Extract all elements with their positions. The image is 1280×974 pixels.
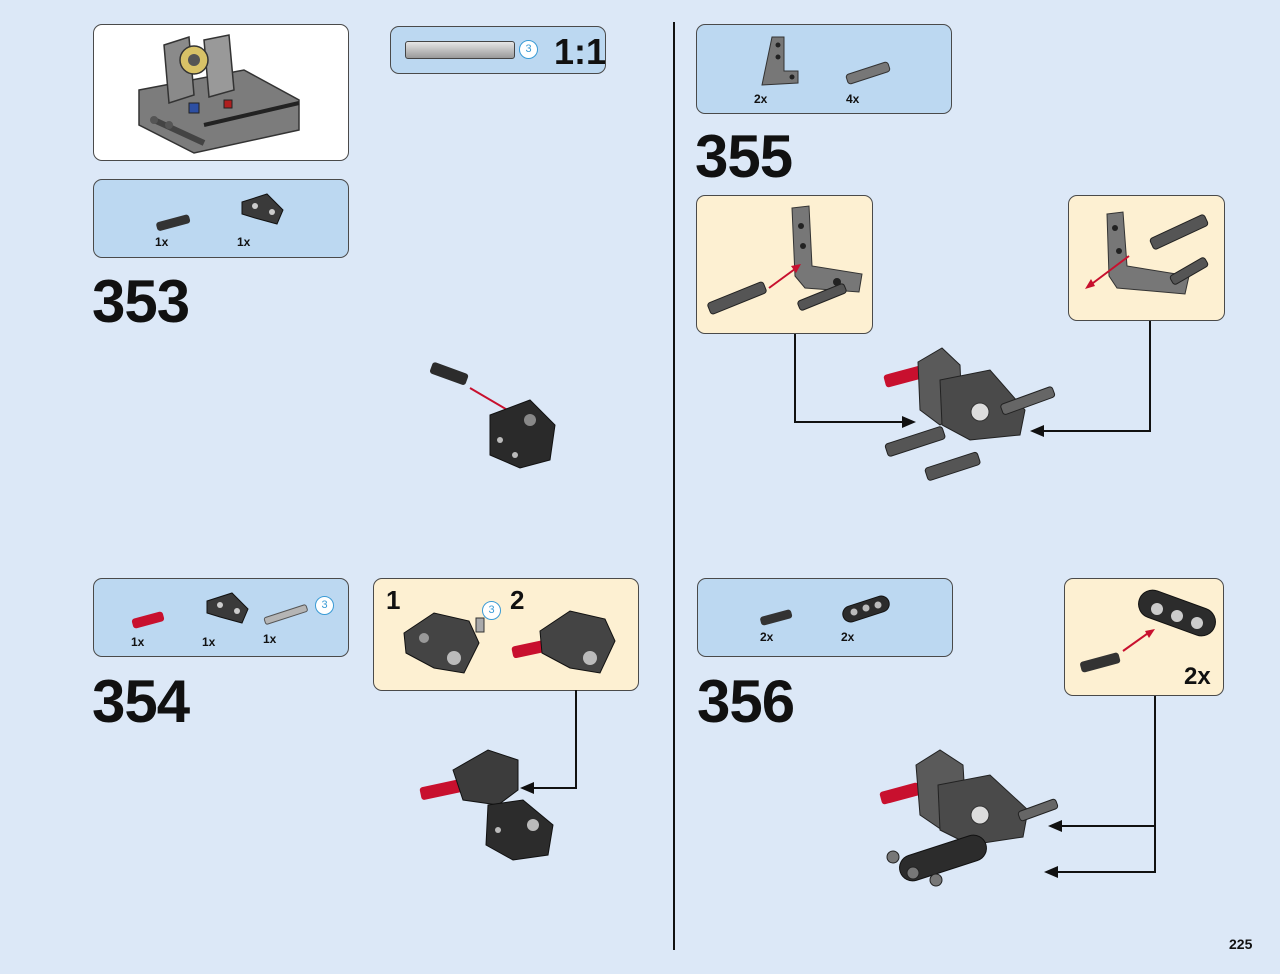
length-badge: 3 — [315, 596, 334, 615]
model-preview-panel — [93, 24, 349, 161]
angle-liftarm-icon — [761, 36, 799, 86]
sub-step-1-image — [403, 612, 485, 674]
axle-length-reference — [405, 41, 515, 59]
model-preview-image — [138, 34, 300, 154]
length-badge: 3 — [519, 40, 538, 59]
sub-assembly-panel-354: 1 2 3 — [373, 578, 639, 691]
assembly-image-356 — [879, 749, 1059, 887]
assembly-image-353 — [429, 362, 556, 469]
liftarm-icon — [206, 592, 249, 624]
scale-panel: 3 1:1 — [390, 26, 606, 74]
assembly-image-354 — [419, 749, 554, 861]
sub-assembly-panel-355a — [696, 195, 873, 334]
qty-label: 4x — [846, 92, 860, 106]
pin-icon — [760, 609, 793, 626]
sub-assembly-image — [707, 205, 863, 315]
step-number-353: 353 — [92, 268, 190, 335]
callout-arrow — [794, 334, 916, 428]
step-number-356: 356 — [697, 668, 795, 735]
parts-panel-355: 2x 4x — [696, 24, 952, 114]
callout-arrow — [520, 690, 577, 794]
parts-panel-353: 1x 1x — [93, 179, 349, 258]
qty-label: 1x — [155, 235, 169, 249]
qty-label: 2x — [754, 92, 768, 106]
column-divider — [673, 22, 675, 950]
page-number: 225 — [1229, 936, 1253, 952]
sub-assembly-image — [1080, 589, 1216, 673]
qty-label: 2x — [841, 630, 855, 644]
qty-label: 1x — [263, 632, 277, 646]
sub-step-number: 1 — [386, 585, 401, 615]
length-badge: 3 — [482, 601, 501, 620]
pin-icon — [156, 214, 191, 231]
multiplier-label: 2x — [1184, 663, 1211, 690]
axle-icon — [263, 604, 308, 625]
step-number-354: 354 — [92, 668, 190, 735]
sub-assembly-panel-355b — [1068, 195, 1225, 321]
qty-label: 1x — [202, 635, 216, 649]
qty-label: 2x — [760, 630, 774, 644]
parts-panel-354: 3 1x 1x 1x — [93, 578, 349, 657]
assembly-image-355 — [883, 347, 1056, 481]
scale-label: 1:1 — [554, 31, 607, 72]
axle-pin-icon — [845, 61, 891, 85]
callout-arrow — [1030, 321, 1151, 437]
parts-panel-356: 2x 2x — [697, 578, 953, 657]
red-pin-icon — [131, 611, 165, 629]
step-number-355: 355 — [695, 123, 793, 190]
qty-label: 1x — [131, 635, 145, 649]
sub-assembly-panel-356: 2x — [1064, 578, 1224, 696]
sub-step-number: 2 — [510, 585, 525, 615]
callout-arrow — [1044, 696, 1156, 878]
beam-icon — [842, 595, 890, 623]
liftarm-icon — [241, 193, 284, 225]
sub-step-2-image — [511, 610, 616, 674]
sub-assembly-image — [1085, 211, 1209, 295]
qty-label: 1x — [237, 235, 251, 249]
